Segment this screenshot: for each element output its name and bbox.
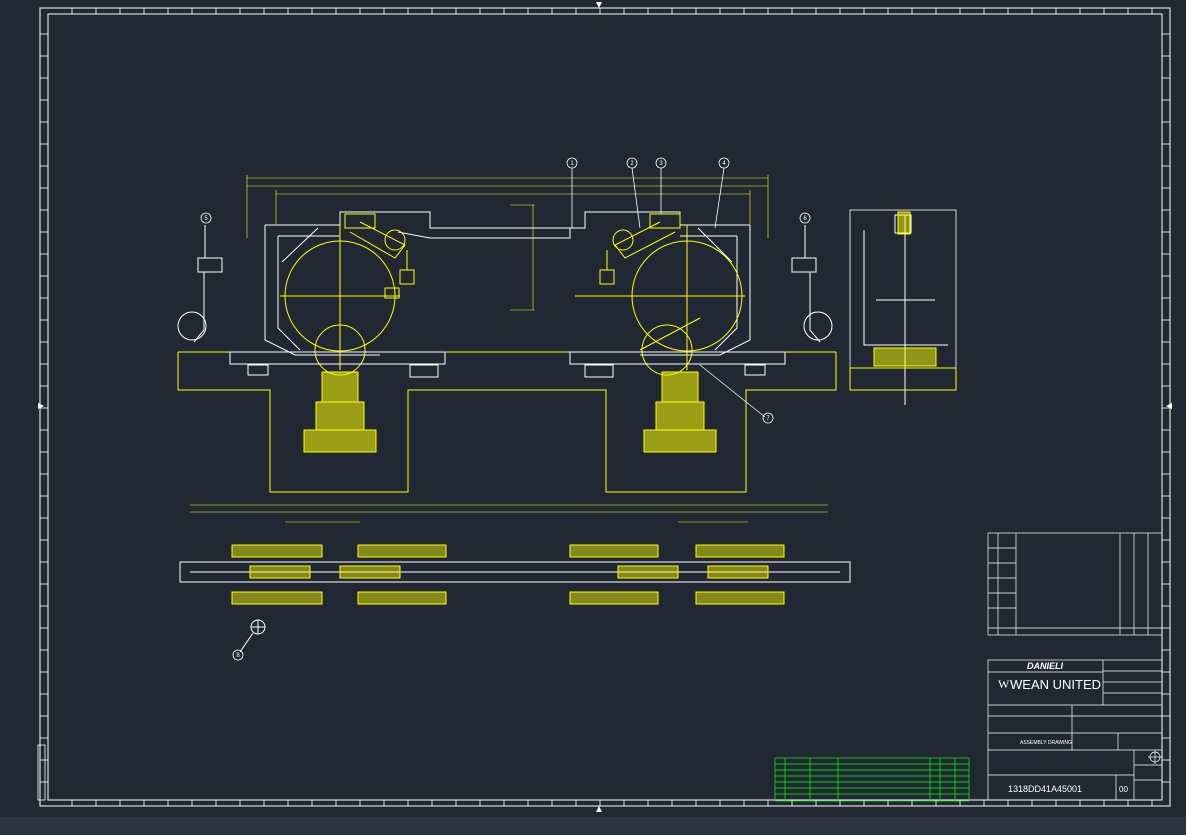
balloon-label-1: 1	[570, 161, 574, 167]
dimension-lines-top	[246, 175, 769, 311]
drawing-number: 1318DD41A45001	[1008, 784, 1082, 794]
balloon-label-8: 8	[236, 653, 240, 659]
balloon-4	[714, 157, 730, 229]
balloon-label-2: 2	[630, 161, 634, 167]
status-bar	[0, 817, 1186, 835]
title-block	[987, 659, 1163, 801]
bill-of-materials	[774, 757, 970, 802]
balloon-label-3: 3	[659, 161, 663, 167]
balloon-7	[762, 412, 774, 424]
balloon-3	[655, 157, 667, 214]
company-name: WEAN UNITED	[1010, 677, 1101, 692]
border-ticks	[40, 8, 1170, 806]
balloon-6	[799, 212, 811, 224]
right-coil	[575, 225, 745, 376]
right-drive-unit	[643, 371, 717, 453]
center-mark-bottom	[596, 806, 602, 812]
balloon-1	[566, 157, 578, 228]
leader-line	[699, 364, 766, 418]
left-stand-frame	[264, 211, 571, 356]
balloons	[200, 157, 811, 661]
revision-table	[987, 532, 1163, 636]
foundation-outline	[177, 351, 837, 493]
center-mark-top	[596, 2, 602, 8]
right-outboard-post	[791, 225, 833, 343]
front-elevation	[177, 175, 837, 493]
balloon-5	[200, 212, 212, 224]
company-wordmark-icon: W	[998, 677, 1010, 691]
balloon-label-6: 6	[803, 216, 807, 222]
base-rails	[229, 351, 786, 378]
company-top-logo: DANIELI	[1027, 661, 1063, 671]
side-stamp	[37, 744, 46, 801]
drawing-title: ASSEMBLY DRAWING	[1020, 740, 1072, 746]
side-view	[849, 209, 957, 405]
balloon-2	[626, 157, 641, 229]
right-stand-frame	[570, 211, 751, 356]
balloon-labels: 1 2 3 4 5 6 7 8	[204, 161, 807, 659]
plan-view	[179, 504, 851, 653]
balloon-label-5: 5	[204, 216, 208, 222]
revision-number: 00	[1119, 785, 1128, 794]
center-mark-right	[1166, 403, 1172, 409]
left-arm-assembly	[344, 213, 415, 299]
balloon-label-7: 7	[766, 416, 770, 422]
center-mark-left	[38, 403, 44, 409]
balloon-label-4: 4	[722, 161, 726, 167]
balloon-8	[232, 649, 244, 661]
right-arm-assembly	[599, 213, 681, 285]
left-outboard-post	[177, 225, 223, 343]
left-drive-unit	[303, 371, 377, 453]
